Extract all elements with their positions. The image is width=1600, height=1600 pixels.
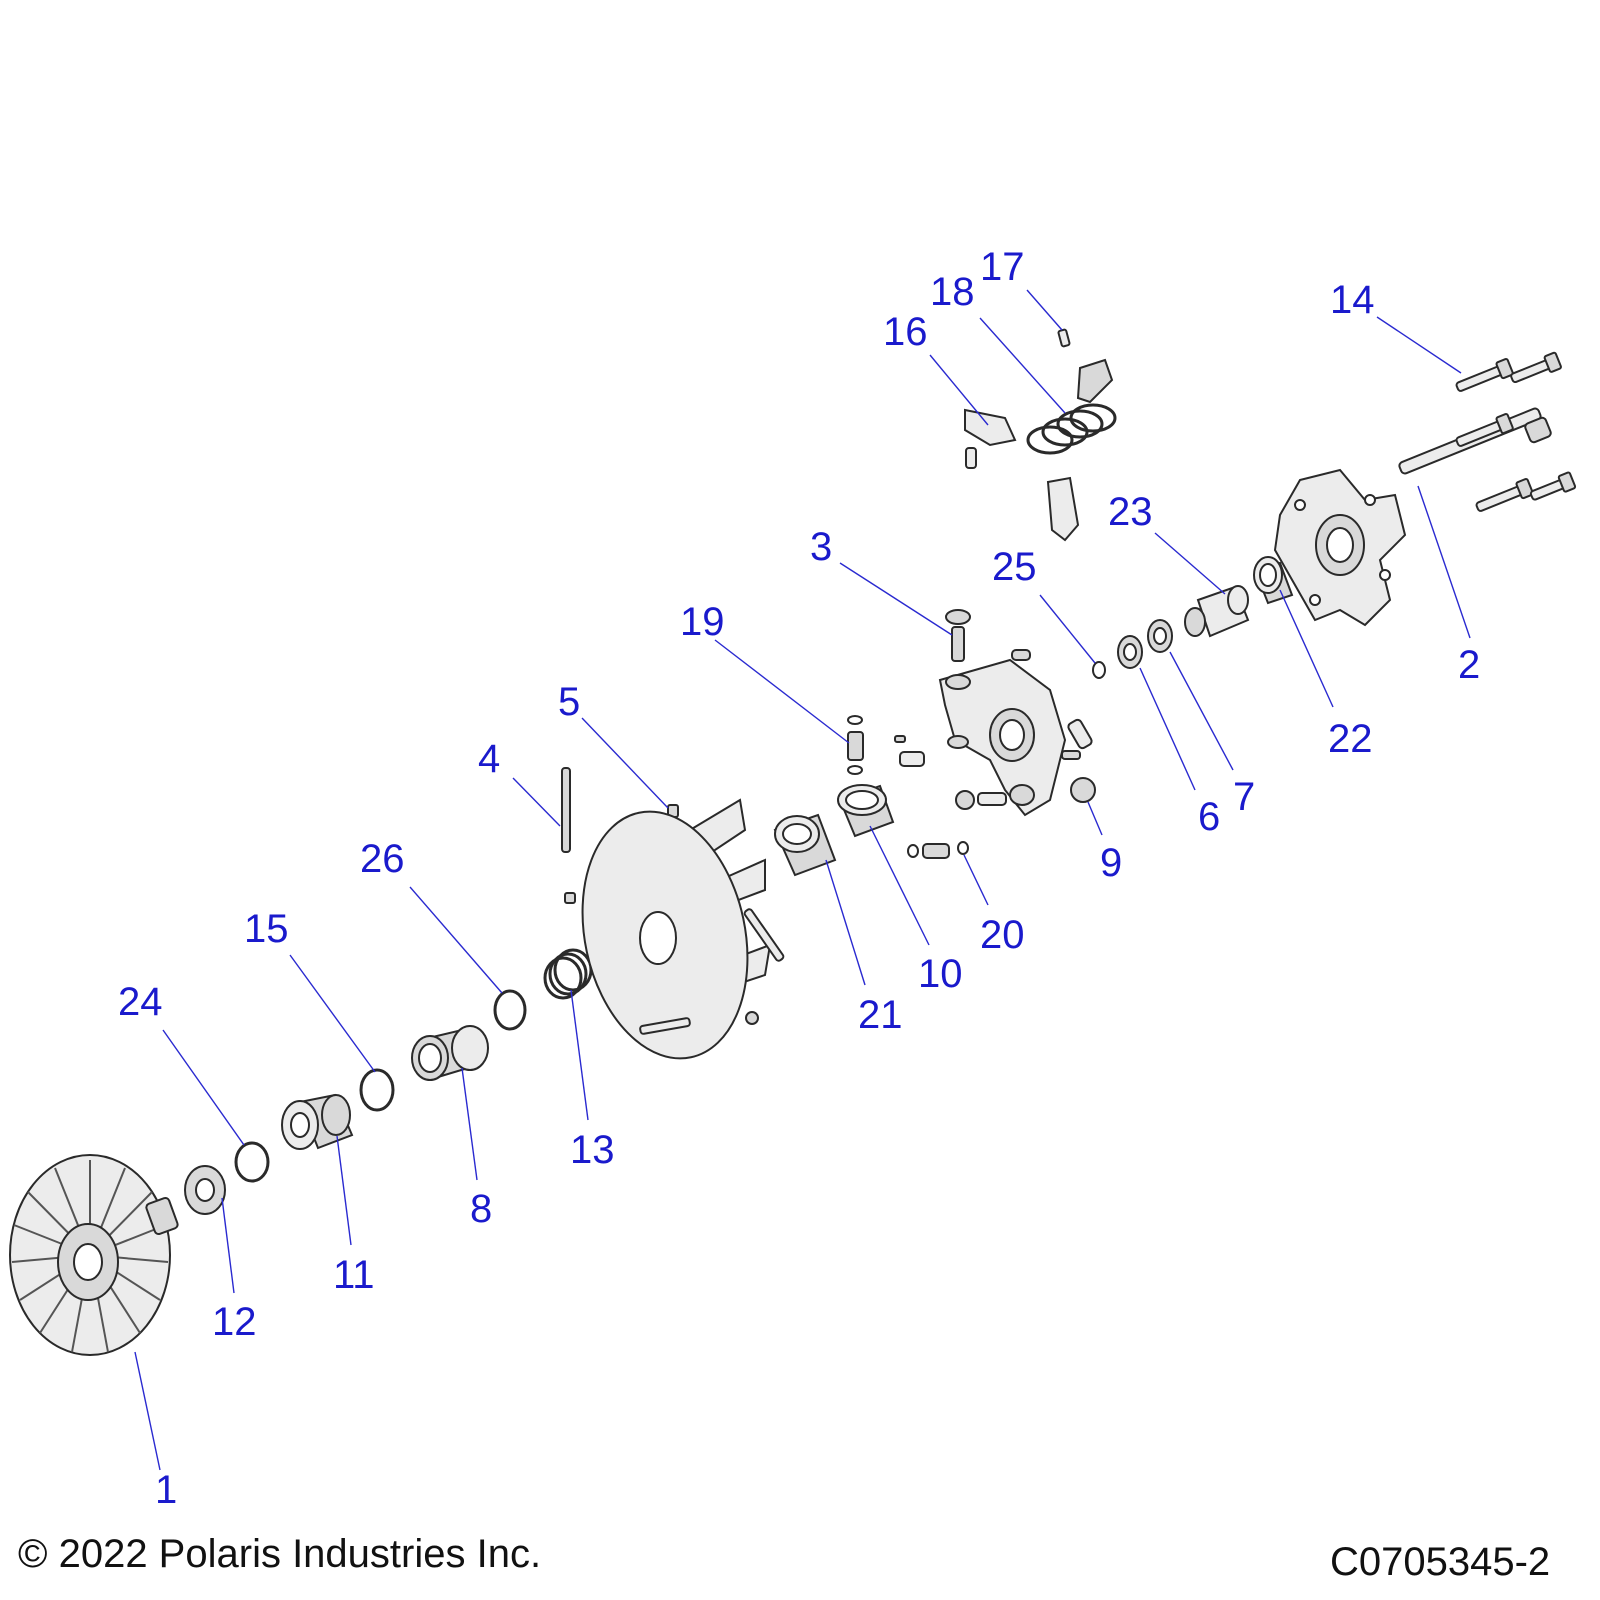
leader-6 (1139, 667, 1196, 791)
part-22-bushing (1253, 556, 1294, 605)
upper-button (1076, 358, 1114, 404)
callout-10: 10 (918, 952, 963, 996)
part-11-flanged-bushing (281, 1093, 354, 1150)
leader-19 (714, 639, 850, 744)
leader-8 (461, 1067, 478, 1181)
part-14-bolts (1455, 351, 1577, 512)
copyright-text: © 2022 Polaris Industries Inc. (18, 1532, 542, 1576)
leader-12 (221, 1197, 235, 1294)
leader-3 (839, 562, 953, 636)
callout-23: 23 (1108, 490, 1153, 534)
part-23-sleeve (1184, 585, 1250, 638)
cover-plate (1273, 468, 1407, 627)
part-9-roller (1070, 777, 1096, 803)
callout-labels: 1 2 3 4 5 6 7 8 9 10 11 12 13 14 15 16 1… (118, 245, 1480, 1512)
leader-20 (963, 854, 989, 906)
callout-24: 24 (118, 980, 163, 1024)
callout-14: 14 (1330, 278, 1375, 322)
leader-11 (336, 1135, 352, 1246)
part-18-spring (1026, 403, 1117, 455)
callout-21: 21 (858, 993, 903, 1037)
leader-7 (1169, 651, 1234, 771)
leader-1 (134, 1351, 161, 1471)
part-3-pin (945, 609, 971, 662)
part-13-spring (543, 948, 593, 1000)
part-8-bushing (411, 1025, 489, 1081)
movable-sheave (564, 798, 785, 1060)
part-19-pin (847, 715, 864, 775)
callout-26: 26 (360, 837, 405, 881)
leader-18 (979, 317, 1066, 414)
part-6-washer (1117, 635, 1143, 669)
part-24-ring (234, 1141, 270, 1183)
callout-18: 18 (930, 270, 975, 314)
figure-id: C0705345-2 (1330, 1540, 1551, 1584)
leader-4 (512, 777, 561, 827)
leader-15 (289, 954, 376, 1073)
leader-16 (929, 354, 989, 426)
part-12-nut (184, 1165, 226, 1215)
callout-6: 6 (1198, 795, 1220, 839)
callout-20: 20 (980, 913, 1025, 957)
callout-22: 22 (1328, 717, 1373, 761)
leader-26 (409, 886, 503, 994)
part-26-ring (493, 989, 527, 1031)
leader-24 (162, 1029, 245, 1146)
lower-lever (1046, 476, 1080, 542)
callout-8: 8 (470, 1187, 492, 1231)
part-4-pin (561, 767, 571, 853)
callout-7: 7 (1233, 775, 1255, 819)
callout-12: 12 (212, 1300, 257, 1344)
part-7-washer (1147, 619, 1173, 653)
leader-22 (1279, 589, 1334, 708)
leader-21 (825, 859, 866, 986)
leader-23 (1154, 532, 1226, 595)
leader-17 (1026, 289, 1063, 331)
callout-5: 5 (558, 680, 580, 724)
callout-13: 13 (570, 1128, 615, 1172)
callout-2: 2 (1458, 643, 1480, 687)
callout-1: 1 (155, 1468, 177, 1512)
callout-17: 17 (980, 245, 1025, 289)
part-15-ring (359, 1068, 395, 1112)
callout-19: 19 (680, 600, 725, 644)
part-21-bushing (773, 813, 837, 877)
spider-body (894, 649, 1093, 817)
leader-5 (581, 717, 669, 809)
callout-3: 3 (810, 525, 832, 569)
leader-lines (134, 289, 1471, 1471)
leader-25 (1039, 594, 1096, 664)
callout-25: 25 (992, 545, 1037, 589)
leader-9 (1087, 801, 1103, 836)
part-1-fixed-sheave (9, 1154, 179, 1356)
part-17-pin (1057, 328, 1071, 348)
callout-11: 11 (333, 1253, 375, 1297)
callout-4: 4 (478, 737, 500, 781)
part-10-bushing (837, 784, 895, 838)
callout-16: 16 (883, 310, 928, 354)
leader-2 (1417, 485, 1471, 639)
leader-10 (869, 825, 930, 946)
part-20-pin (907, 841, 969, 859)
callout-15: 15 (244, 907, 289, 951)
part-25-clip (1092, 661, 1106, 679)
part-16-arm (964, 408, 1017, 469)
callout-9: 9 (1100, 841, 1122, 885)
leader-14 (1376, 316, 1462, 374)
leader-13 (570, 989, 589, 1121)
